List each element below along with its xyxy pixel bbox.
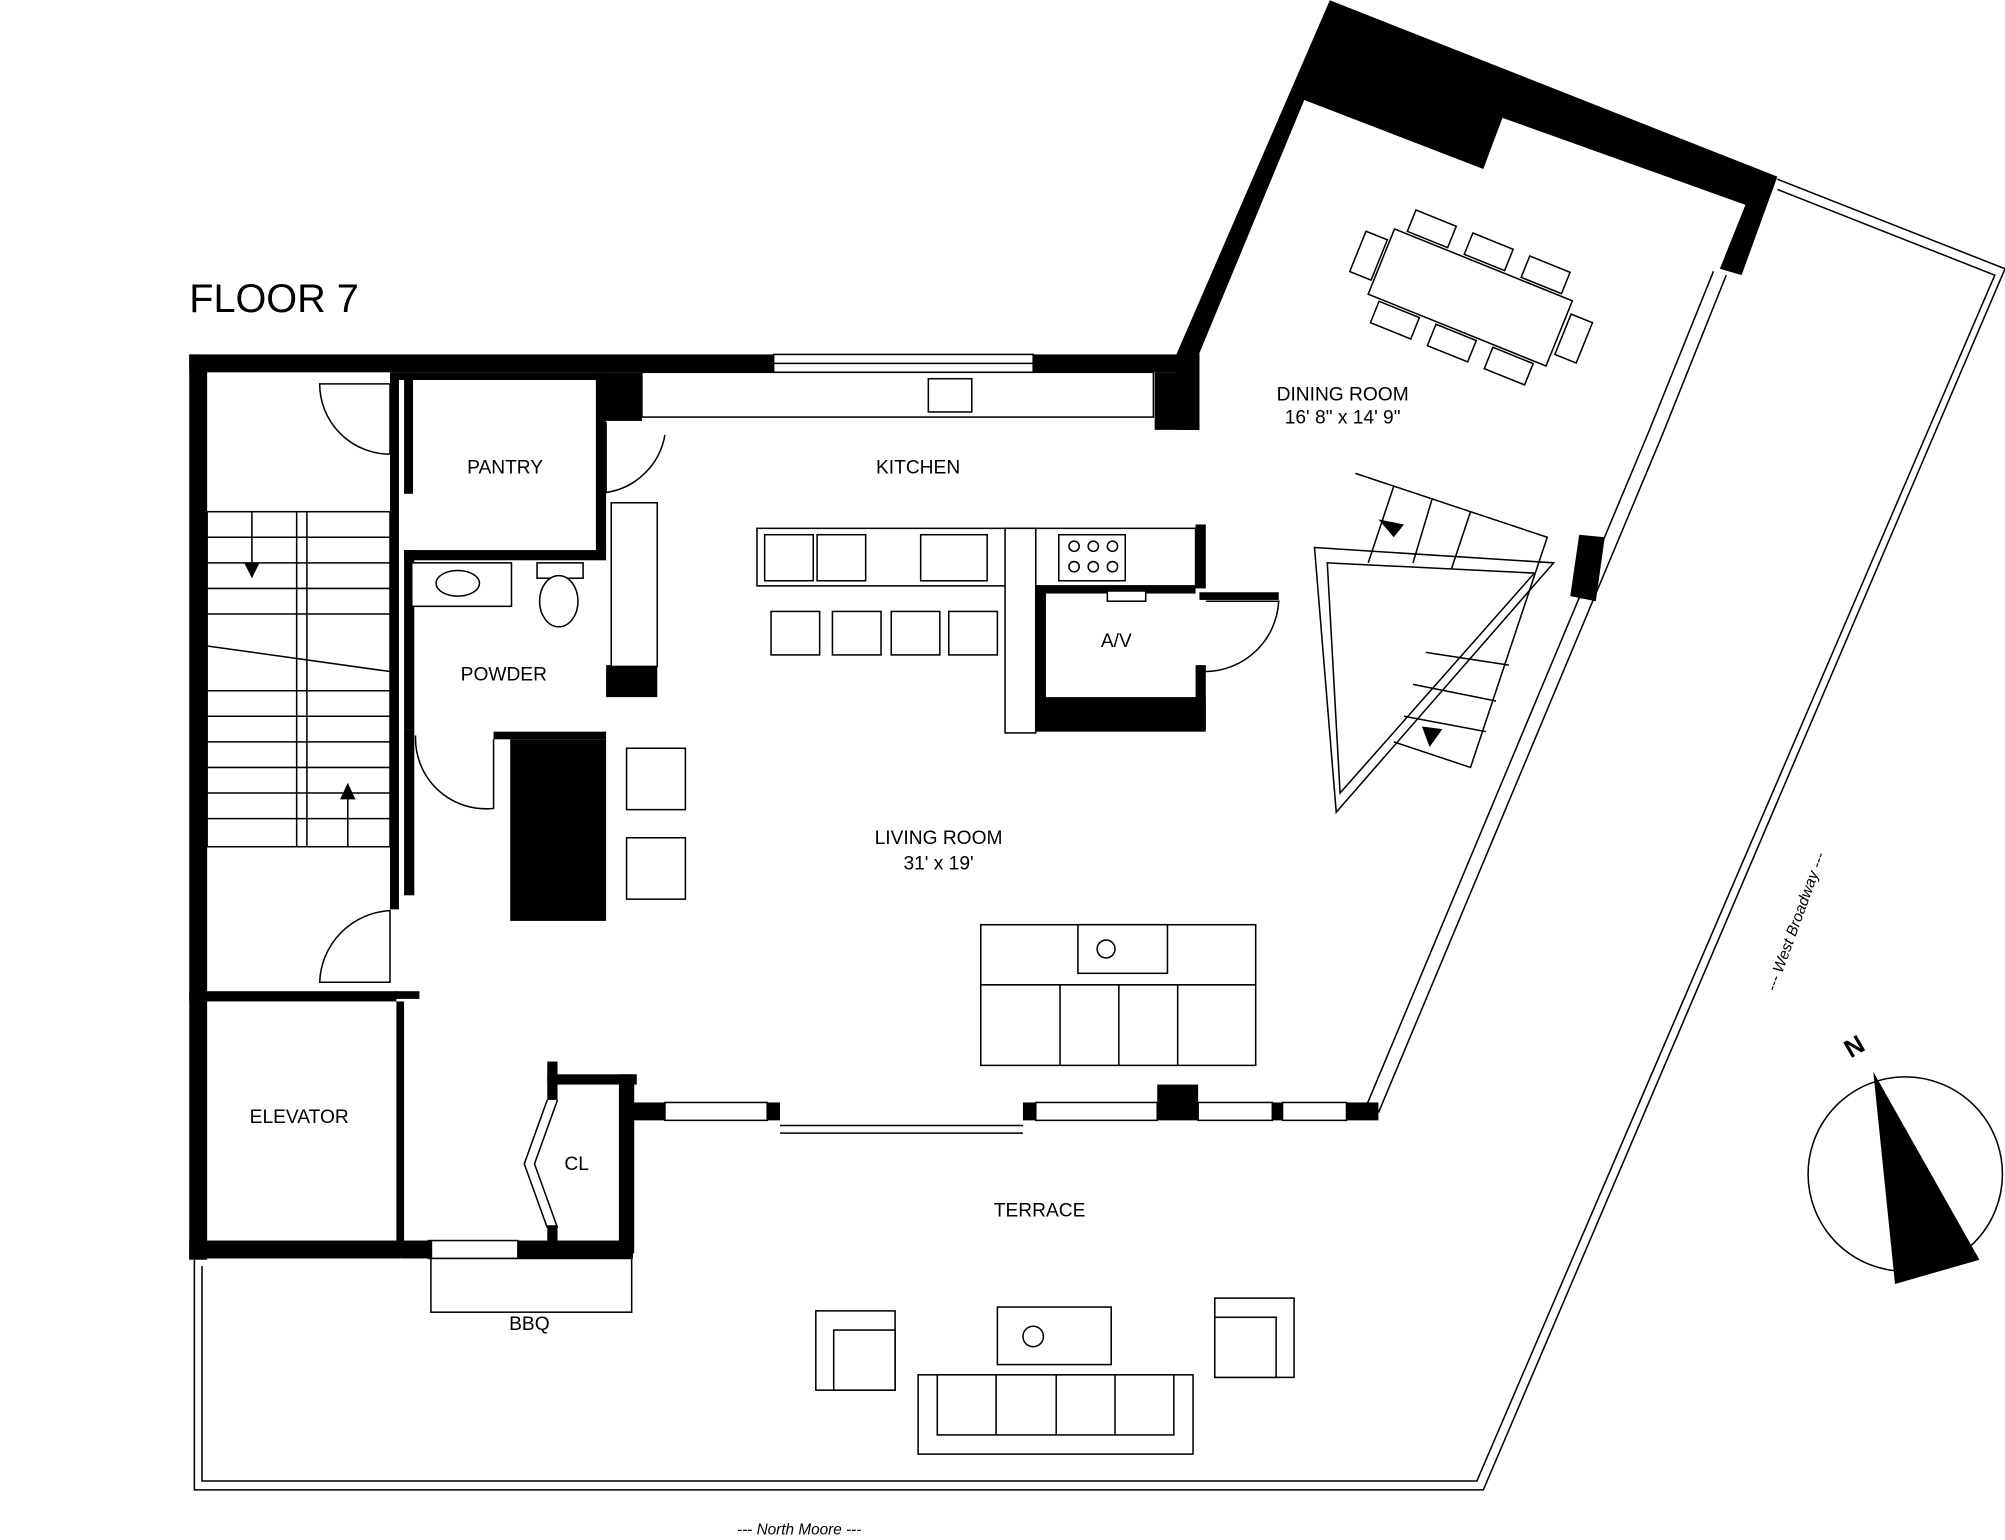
room-label-pantry: PANTRY bbox=[467, 457, 543, 478]
sink-icon bbox=[927, 377, 973, 413]
room-label-powder: POWDER bbox=[461, 664, 547, 685]
street-label-north-moore: --- North Moore --- bbox=[737, 1522, 861, 1539]
floor-title: FLOOR 7 bbox=[189, 277, 359, 321]
compass-label: N bbox=[1840, 1030, 1870, 1063]
room-label-elevator: ELEVATOR bbox=[250, 1107, 349, 1128]
room-label-living: LIVING ROOM bbox=[875, 828, 1003, 849]
room-label-dining: DINING ROOM bbox=[1277, 384, 1409, 405]
room-label-bbq: BBQ bbox=[509, 1314, 550, 1335]
room-label-terrace: TERRACE bbox=[994, 1200, 1086, 1221]
doors bbox=[318, 383, 1280, 1229]
stairs bbox=[206, 472, 1556, 848]
walls bbox=[189, 0, 1778, 1260]
fixtures bbox=[410, 209, 1594, 1455]
street-label-west-broadway: --- West Broadway --- bbox=[1763, 850, 1829, 993]
windows bbox=[427, 271, 1727, 1260]
north-arrow-icon: N bbox=[1807, 1030, 2004, 1285]
room-size-living: 31' x 19' bbox=[903, 854, 973, 875]
room-label-av: A/V bbox=[1101, 631, 1132, 652]
room-size-dining: 16' 8" x 14' 9" bbox=[1285, 407, 1401, 428]
room-label-kitchen: KITCHEN bbox=[876, 457, 960, 478]
terrace-outline bbox=[193, 178, 2005, 1491]
room-label-closet: CL bbox=[564, 1154, 589, 1175]
